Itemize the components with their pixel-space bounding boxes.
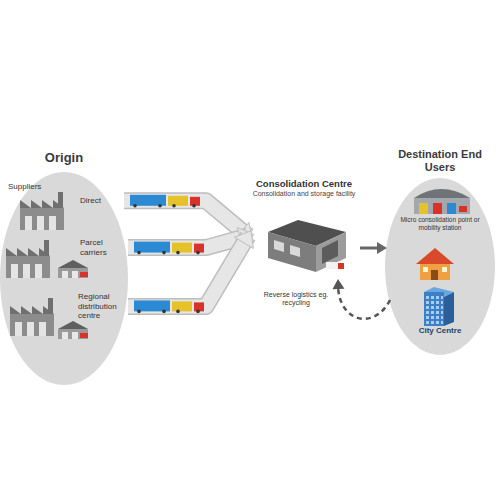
node-subtext: Consolidation and storage facility xyxy=(250,190,358,198)
source-label-node: Regional distribution centre xyxy=(78,292,126,321)
truck-wheel xyxy=(176,251,180,255)
node-heading: Destination End Users xyxy=(385,148,495,174)
flow-line xyxy=(360,247,379,250)
node-heading: Direct xyxy=(80,196,122,206)
truck-trailer xyxy=(172,301,192,311)
flow-connector xyxy=(128,231,253,313)
flow-connector xyxy=(332,279,390,319)
truck-wheel xyxy=(192,204,196,208)
truck-icon xyxy=(134,300,204,313)
source-label-node: Parcel carriers xyxy=(80,238,126,257)
flow-connector xyxy=(360,242,387,254)
node-heading: Consolidation Centre xyxy=(250,178,358,189)
node-heading: City Centre xyxy=(410,326,470,336)
region-shape xyxy=(385,178,495,355)
node-heading: Parcel carriers xyxy=(80,238,126,257)
arrow-head xyxy=(377,242,387,254)
arrow-head xyxy=(332,279,344,289)
node-heading: Origin xyxy=(0,150,128,166)
consolidation-building xyxy=(268,220,346,272)
consolidation-node: Consolidation CentreConsolidation and st… xyxy=(250,178,358,278)
arrow-head xyxy=(234,231,253,249)
band-outline xyxy=(128,236,248,306)
truck-icon xyxy=(130,195,200,208)
destination-region: Destination End UsersMicro consolidation… xyxy=(385,148,495,355)
truck-wheel xyxy=(158,204,162,208)
end-user-node: City Centre xyxy=(410,288,470,336)
region-shape xyxy=(0,172,128,385)
truck-wheel xyxy=(162,251,166,255)
truck-trailer xyxy=(168,196,188,206)
truck-wheel xyxy=(137,251,141,255)
city-building-icon xyxy=(424,287,454,326)
source-label-node: Direct xyxy=(80,196,122,206)
region-ellipse xyxy=(0,172,128,385)
truck-wheel xyxy=(137,310,141,314)
truck-wheel xyxy=(133,204,137,208)
truck-trailer xyxy=(172,243,192,253)
node-heading: Micro consolidation point or mobility st… xyxy=(399,216,481,232)
end-user-node: Micro consolidation point or mobility st… xyxy=(399,186,481,232)
band-fill xyxy=(124,201,248,236)
truck-icon xyxy=(134,242,204,255)
group-label: Suppliers xyxy=(8,182,41,192)
reverse-flow-line xyxy=(338,287,390,319)
truck-wheel xyxy=(196,251,200,255)
edge-label: Reverse logistics eg. recycling xyxy=(262,290,330,309)
truck-wheel xyxy=(176,310,180,314)
band-outline xyxy=(124,201,248,236)
truck-wheel xyxy=(196,310,200,314)
truck-wheel xyxy=(162,310,166,314)
truck-wheel xyxy=(172,204,176,208)
node-heading: Regional distribution centre xyxy=(78,292,126,321)
band-fill xyxy=(128,236,248,306)
